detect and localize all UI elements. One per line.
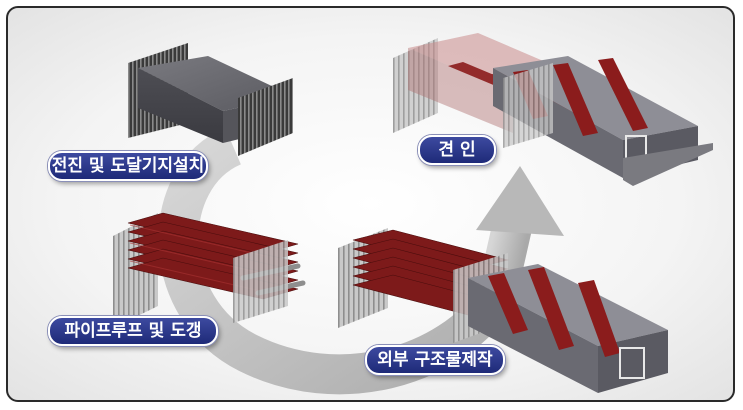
diagram-frame: 전진 및 도달기지설치 파이프루프 및 도갱 견 인 외부 구조물제작 [6,6,735,402]
step1-shaft-illustration [128,43,293,156]
step-label-shaft-installation: 전진 및 도달기지설치 [48,151,208,181]
step2-pipe-roof-illustration [113,212,306,328]
step-label-structure-fabrication: 외부 구조물제작 [365,345,505,375]
step-label-traction: 견 인 [418,135,496,165]
step-label-pipe-roof: 파이프루프 및 도갱 [48,316,218,346]
step3-traction-illustration [393,33,713,186]
step4-structure-illustration [338,228,668,393]
process-diagram [113,33,713,395]
